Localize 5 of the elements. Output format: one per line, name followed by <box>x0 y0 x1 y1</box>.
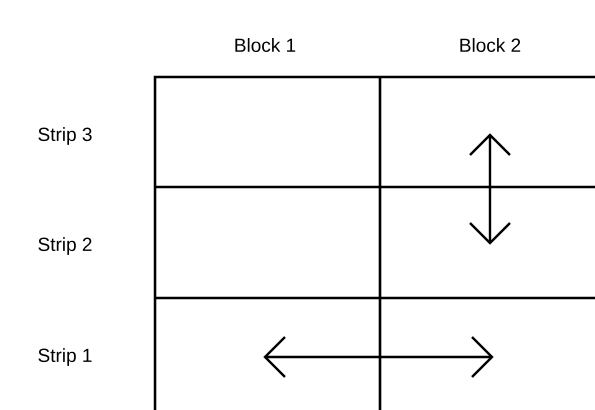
axis-label: Block 1 <box>235 38 296 52</box>
axis-label: Strip 1 <box>38 348 92 366</box>
axis-label: Block 2 <box>460 38 520 52</box>
axis-label: Strip 2 <box>38 237 92 255</box>
axis-label: Strip 3 <box>38 127 92 145</box>
